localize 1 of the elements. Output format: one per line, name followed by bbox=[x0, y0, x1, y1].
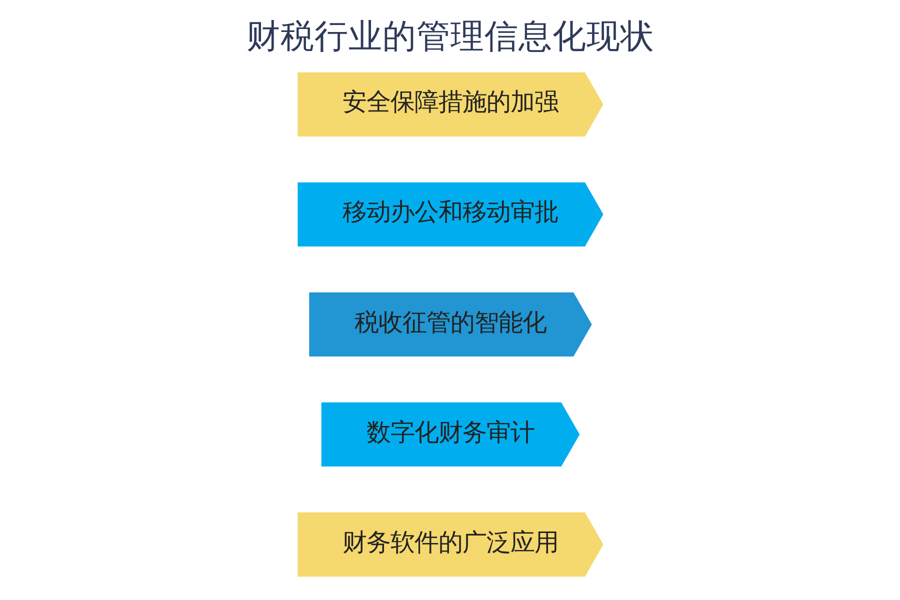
diagram-title: 财税行业的管理信息化现状 bbox=[246, 16, 654, 56]
